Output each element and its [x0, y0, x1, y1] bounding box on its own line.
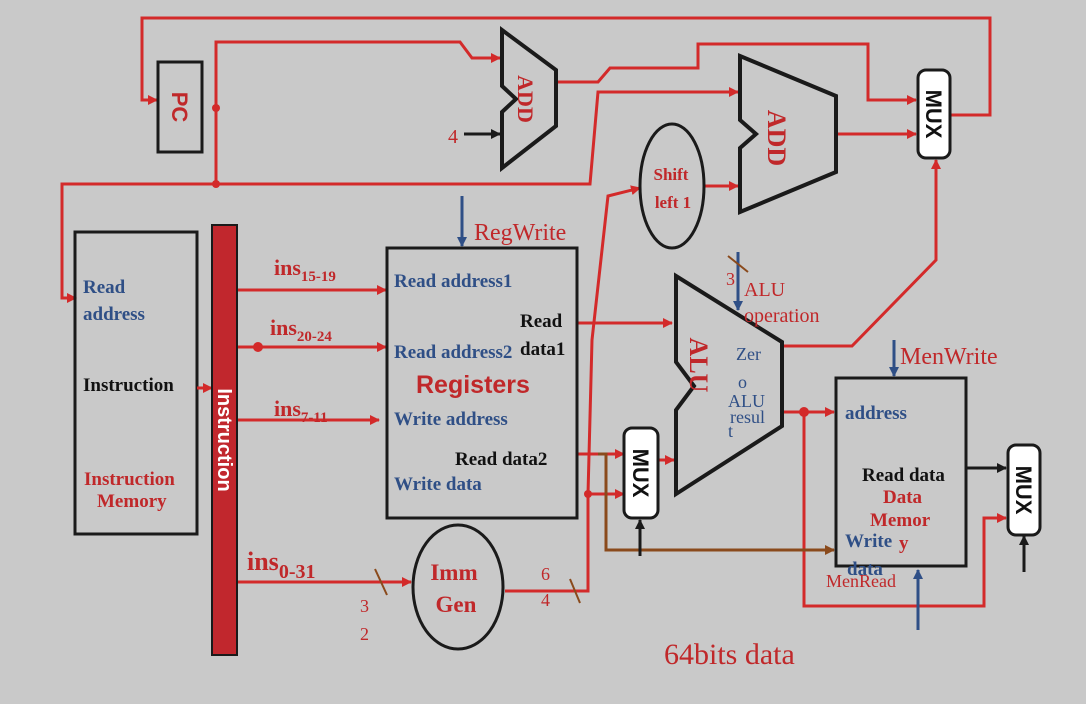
add-top-label: ADD	[513, 75, 538, 123]
instruction-memory: Read address Instruction Instruction Mem…	[73, 230, 199, 536]
data-memory: address Read data Data Memor y Write dat…	[834, 376, 968, 580]
wire-alu-bypass	[802, 412, 1007, 608]
dmem-title-line2: Memor	[870, 510, 931, 531]
shift-left-line2: left 1	[655, 193, 691, 212]
wire-imm-to-shift	[586, 185, 641, 495]
shift-left-unit: Shift left 1	[638, 122, 706, 250]
imem-title-line1: Instruction	[84, 469, 175, 490]
shift-left-line1: Shift	[654, 165, 689, 184]
imem-title-line2: Memory	[97, 491, 167, 512]
alu-operation-line2: operation	[744, 305, 820, 327]
wire-add-to-mux	[556, 42, 917, 105]
alu-unit: ALU Zer o ALU resul t	[674, 272, 784, 498]
reg-write-address: Write address	[394, 409, 508, 430]
imm-gen-line2: Gen	[436, 592, 477, 617]
mux-alu-src: MUX	[622, 426, 660, 520]
dmem-write-data-line1: Write	[845, 531, 892, 552]
imm-in-bits-2: 2	[360, 624, 369, 644]
footer-64bits: 64bits data	[664, 638, 795, 671]
reg-read-address1: Read address1	[394, 271, 512, 292]
alu-result-line3: t	[728, 421, 733, 441]
add-right-label: ADD	[762, 110, 791, 166]
reg-read-data1-line2: data1	[520, 339, 565, 360]
alu-label: ALU	[684, 338, 713, 393]
instruction-bus-label: Instruction	[213, 388, 235, 491]
imm-gen-line1: Imm	[430, 560, 477, 585]
blue-control-lines	[457, 196, 923, 630]
wire-mux-to-pc	[140, 16, 992, 117]
regwrite-label: RegWrite	[474, 220, 566, 246]
imm-out-bits-1: 6	[541, 564, 550, 584]
reg-write-data: Write data	[394, 474, 482, 495]
mux-alu-label: MUX	[628, 449, 653, 498]
add-unit-right: ADD	[738, 53, 838, 215]
pc-label: PC	[167, 92, 192, 123]
add-constant-4: 4	[448, 126, 458, 148]
mux-mem-label: MUX	[1011, 466, 1036, 515]
bus-width-slashes	[374, 255, 749, 604]
dmem-read-data: Read data	[862, 465, 945, 486]
wire-pc-to-imem	[60, 108, 218, 303]
alu-result-line1: ALU	[728, 391, 765, 411]
mux-mem-to-reg: MUX	[1006, 443, 1042, 537]
black-wires	[464, 129, 1029, 572]
registers-title: Registers	[416, 371, 530, 399]
pc-register: PC	[156, 60, 204, 154]
junction-dots	[212, 104, 809, 498]
imem-read-address-line2: address	[83, 304, 145, 325]
imm-out-bits-2: 4	[541, 590, 550, 610]
field-ins-20-24: ins20-24	[270, 315, 332, 345]
alu-op-bits: 3	[726, 269, 735, 289]
mux-pc-select: MUX	[916, 68, 952, 160]
dmem-title-line1: Data	[883, 487, 923, 508]
dmem-title-line3: y	[899, 533, 909, 554]
add-unit-top: ADD	[500, 26, 558, 173]
wire-pc-to-add2	[216, 87, 739, 186]
alu-zero-line1: Zer	[736, 344, 761, 364]
menwrite-label: MenWrite	[900, 344, 998, 370]
reg-read-data1-line1: Read	[520, 311, 563, 332]
dmem-write-data-line2: data	[847, 559, 883, 580]
brown-wires	[598, 452, 835, 555]
imem-instruction-label: Instruction	[83, 375, 174, 396]
alu-operation-line1: ALU	[744, 279, 786, 301]
wire-pc-to-add	[214, 40, 501, 108]
register-file: Read address1 Read data1 Read address2 R…	[385, 246, 579, 520]
menread-label: MenRead	[826, 571, 896, 591]
dmem-address: address	[845, 403, 907, 424]
wire-rd2-to-dmem	[598, 452, 835, 555]
imm-in-bits-1: 3	[360, 596, 369, 616]
reg-read-address2: Read address2	[394, 342, 512, 363]
alu-result-line2: resul	[730, 407, 765, 427]
instruction-bus: Instruction	[211, 224, 238, 656]
alu-zero-line2: o	[738, 372, 747, 392]
field-ins-7-11: ins7-11	[274, 396, 328, 426]
wire-zero-to-mux	[782, 159, 941, 348]
reg-read-data2: Read data2	[455, 449, 547, 470]
field-ins-15-19: ins15-19	[274, 255, 336, 285]
field-ins-0-31: ins0-31	[247, 547, 315, 583]
mux-top-label: MUX	[921, 90, 946, 139]
imem-read-address-line1: Read	[83, 277, 126, 298]
imm-gen-unit: Imm Gen	[411, 523, 505, 651]
